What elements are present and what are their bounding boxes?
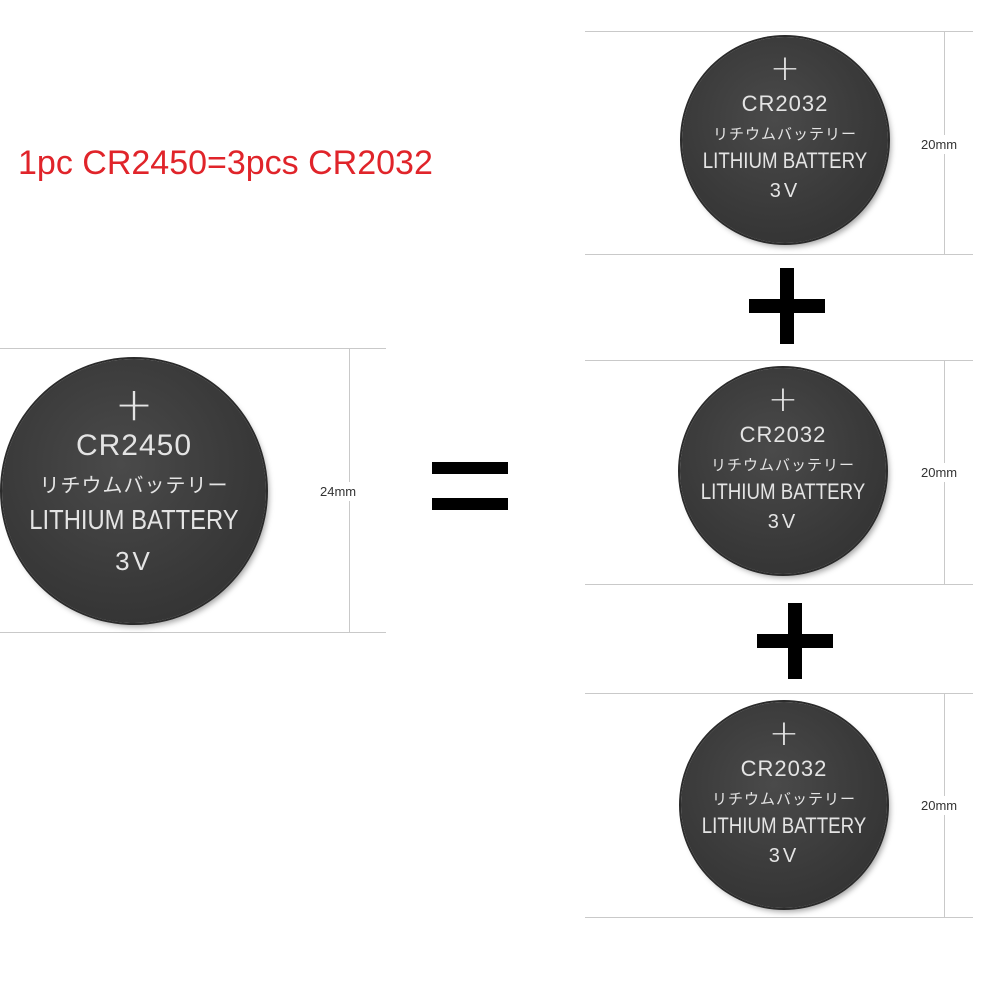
battery-2-size-label: 20mm [921, 463, 958, 482]
positive-terminal-icon: + [769, 48, 801, 89]
battery-3-size-label: 20mm [921, 796, 958, 815]
cr2032-battery-1: + CR2032 リチウムバッテリー LITHIUM BATTERY 3V [682, 37, 888, 243]
battery-type: LITHIUM BATTERY [29, 504, 239, 535]
battery-2-top-guide [585, 360, 973, 361]
battery-voltage: 3V [115, 546, 153, 576]
battery-model: CR2032 [741, 91, 829, 116]
battery-voltage: 3V [768, 845, 800, 867]
positive-terminal-icon: + [767, 379, 799, 420]
battery-model: CR2032 [739, 422, 827, 447]
battery-japanese-label: リチウムバッテリー [711, 790, 856, 808]
battery-japanese-label: リチウムバッテリー [712, 125, 857, 143]
cr2032-battery-2: + CR2032 リチウムバッテリー LITHIUM BATTERY 3V [680, 368, 886, 574]
big-battery-bottom-guide [0, 632, 386, 633]
positive-terminal-icon: + [114, 377, 154, 431]
battery-type: LITHIUM BATTERY [702, 148, 868, 173]
battery-1-top-guide [585, 31, 973, 32]
positive-terminal-icon: + [768, 713, 800, 754]
cr2450-battery: + CR2450 リチウムバッテリー LITHIUM BATTERY 3V [2, 359, 266, 623]
battery-voltage: 3V [767, 511, 799, 533]
battery-type: LITHIUM BATTERY [701, 813, 867, 838]
battery-1-size-label: 20mm [921, 135, 958, 154]
battery-voltage: 3V [769, 180, 801, 202]
battery-3-top-guide [585, 693, 973, 694]
battery-type: LITHIUM BATTERY [700, 479, 866, 504]
battery-model: CR2032 [740, 756, 828, 781]
battery-japanese-label: リチウムバッテリー [710, 456, 855, 474]
battery-2-bottom-guide [585, 584, 973, 585]
big-battery-top-guide [0, 348, 386, 349]
battery-1-bottom-guide [585, 254, 973, 255]
big-battery-size-label: 24mm [320, 482, 357, 501]
battery-japanese-label: リチウムバッテリー [39, 473, 229, 497]
equals-icon [432, 462, 508, 510]
cr2032-battery-3: + CR2032 リチウムバッテリー LITHIUM BATTERY 3V [681, 702, 887, 908]
plus-icon [757, 603, 833, 679]
headline: 1pc CR2450=3pcs CR2032 [18, 144, 433, 182]
battery-3-bottom-guide [585, 917, 973, 918]
plus-icon [749, 268, 825, 344]
battery-model: CR2450 [75, 429, 193, 462]
